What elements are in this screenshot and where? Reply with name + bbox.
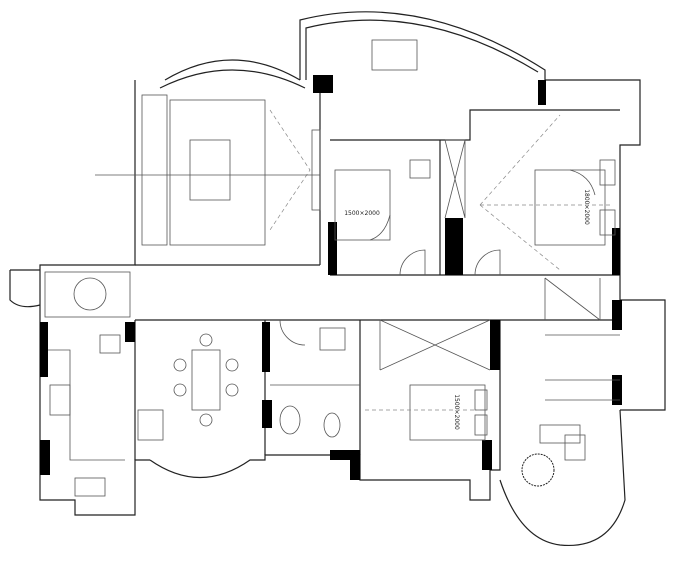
wall-blocks — [40, 75, 622, 480]
bed-size-label-small: 1500×2000 — [344, 210, 380, 217]
master-bedroom: 1800×2000 — [474, 114, 616, 321]
kitchen — [44, 271, 131, 497]
living-room — [95, 94, 321, 246]
study — [521, 334, 620, 487]
bed-size-label-master: 1800×2000 — [583, 189, 590, 225]
bedroom-south: 1500×2000 — [365, 319, 491, 441]
dining-room — [137, 39, 418, 441]
bathrooms — [270, 319, 360, 438]
outer-walls — [9, 11, 666, 547]
bed-size-label-south: 1500×2000 — [453, 394, 460, 430]
bedroom-small: 1500×2000 — [334, 139, 466, 276]
